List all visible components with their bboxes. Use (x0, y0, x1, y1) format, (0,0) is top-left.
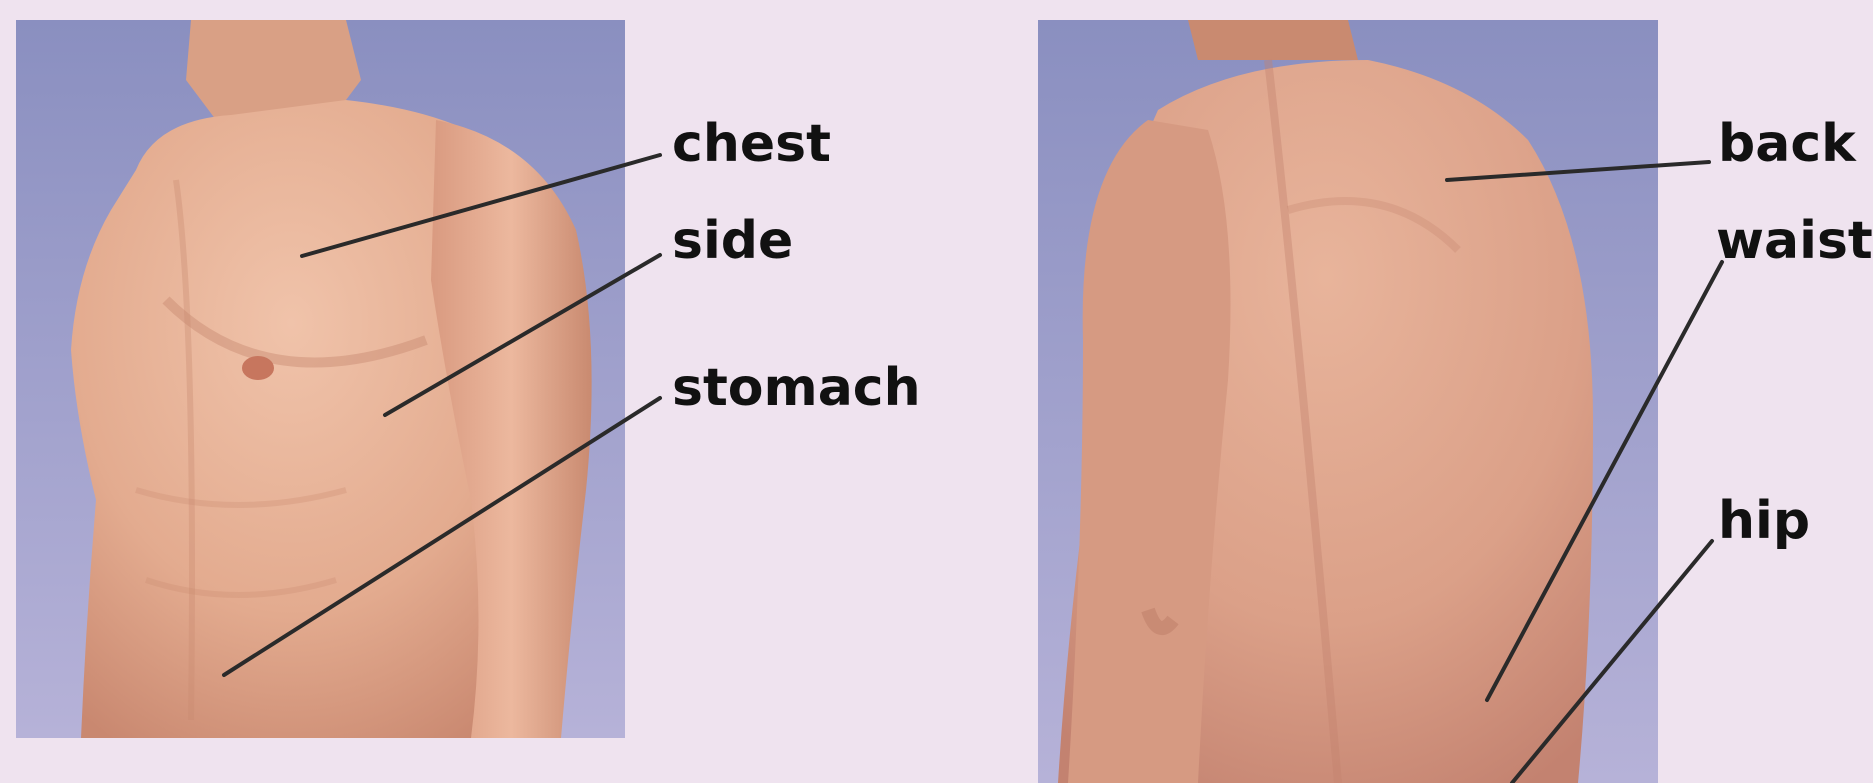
chest-label: chest (672, 118, 831, 170)
waist-label: waist (1716, 215, 1873, 267)
side-label: side (672, 215, 793, 267)
waist-leader-line (1487, 262, 1722, 700)
back-leader-line (1447, 162, 1709, 180)
back-label: back (1718, 118, 1856, 170)
chest-leader-line (302, 155, 660, 256)
hip-label: hip (1718, 495, 1810, 547)
hip-leader-line (1512, 541, 1712, 783)
side-leader-line (385, 255, 660, 415)
stomach-leader-line (224, 398, 660, 675)
stomach-label: stomach (672, 362, 921, 414)
